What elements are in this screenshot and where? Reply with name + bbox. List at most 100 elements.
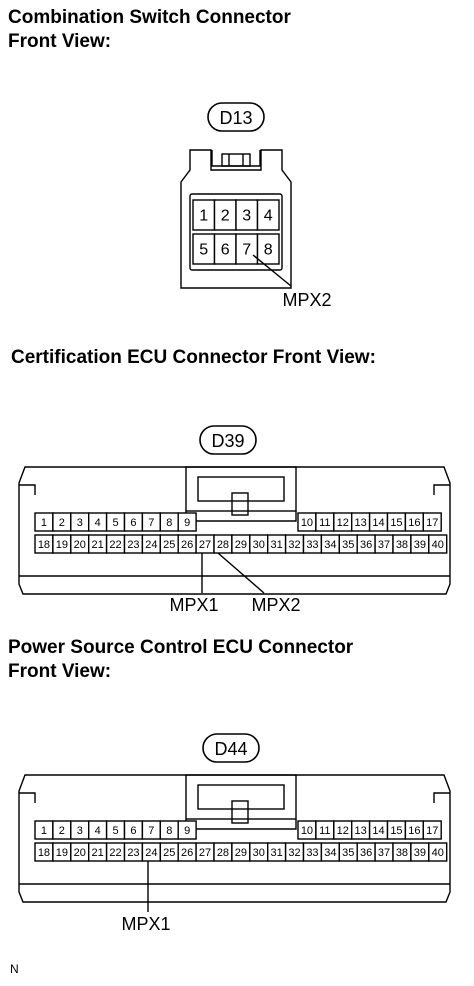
d39-pin-17 [422, 512, 442, 532]
d39-pin-label: 25 [163, 539, 175, 551]
d39-pin-40 [428, 534, 448, 554]
d39-pin-label: 31 [271, 539, 283, 551]
d39-pin-9 [177, 512, 197, 532]
d39-pin-label: 11 [319, 517, 330, 529]
d13-latch [221, 153, 251, 167]
section-title-certification-ecu: Certification ECU Connector Front View: [11, 346, 376, 370]
d39-latch-frame [185, 466, 297, 512]
d44-left-key [19, 792, 36, 803]
d44-pin-label: 35 [342, 847, 354, 859]
d44-pin-label: 31 [271, 847, 283, 859]
d44-pin-label: 21 [92, 847, 104, 859]
d13-pin-label: 2 [221, 208, 230, 225]
d13-pin-label: 8 [264, 242, 273, 259]
d39-pin-label: 4 [95, 517, 101, 529]
d39-pin-label: 3 [77, 517, 83, 529]
d44-pin-label: 1 [41, 825, 47, 837]
d39-mpx2-leader [217, 552, 265, 594]
d39-pin-label: 29 [235, 539, 247, 551]
d39-pin-label: 22 [109, 539, 121, 551]
d44-pin-label: 16 [408, 825, 420, 837]
d13-pin-label: 1 [199, 208, 208, 225]
d39-pin-label: 40 [432, 539, 444, 551]
d39-pin-label: 12 [337, 517, 349, 529]
d39-pin-label: 35 [342, 539, 354, 551]
d39-pin-label: 16 [408, 517, 420, 529]
d44-pin-label: 33 [306, 847, 318, 859]
d44-pin-17 [422, 820, 442, 840]
d44-pin-label: 12 [337, 825, 349, 837]
d44-pin-label: 36 [360, 847, 372, 859]
d13-pin-8 [256, 233, 280, 265]
d39-latch-inner [197, 476, 285, 502]
d13-pin-label: 5 [199, 242, 208, 259]
d39-mpx1-label: MPX1 [169, 595, 218, 615]
d13-latch-recess [211, 150, 261, 167]
d44-pin-label: 28 [217, 847, 229, 859]
d44-pin-label: 5 [112, 825, 118, 837]
d44-pin-label: 25 [163, 847, 175, 859]
d44-latch-base [185, 819, 297, 830]
section-title-power-source-ecu: Power Source Control ECU Connector Front… [8, 636, 353, 684]
d44-pin-label: 11 [319, 825, 330, 837]
d44-pin-label: 26 [181, 847, 193, 859]
d44-code-label: D44 [214, 739, 247, 759]
d44-pin-label: 38 [396, 847, 408, 859]
d13-code-badge: D13 [207, 102, 265, 132]
power-source-ecu-subtitle: Front View: [8, 661, 112, 682]
d39-housing [18, 466, 451, 595]
d44-pin-label: 22 [109, 847, 121, 859]
d13-pin-label: 7 [242, 242, 251, 259]
d39-pin-label: 32 [288, 539, 300, 551]
d44-pin-label: 13 [355, 825, 367, 837]
d39-pin-label: 13 [355, 517, 367, 529]
d39-pin-label: 20 [74, 539, 86, 551]
d39-pin-label: 34 [324, 539, 336, 551]
d39-pin-label: 10 [301, 517, 313, 529]
d13-pin-4 [256, 199, 280, 231]
d39-latch-base [185, 511, 297, 522]
d39-pin-label: 15 [390, 517, 402, 529]
d44-latch-frame [185, 774, 297, 820]
d13-pin-label: 4 [264, 208, 273, 225]
d39-code-outline [199, 425, 257, 455]
d13-pin-label: 6 [221, 242, 230, 259]
d39-pin-label: 21 [92, 539, 104, 551]
d44-pin-label: 9 [184, 825, 190, 837]
d39-pin-label: 26 [181, 539, 193, 551]
d39-pin-label: 28 [217, 539, 229, 551]
d44-pin-label: 40 [432, 847, 444, 859]
d39-pin-label: 14 [372, 517, 384, 529]
d44-pin-label: 18 [38, 847, 50, 859]
d39-code-label: D39 [211, 431, 244, 451]
d39-mpx2-label: MPX2 [251, 595, 300, 615]
d44-pin-label: 29 [235, 847, 247, 859]
d44-pin-label: 4 [95, 825, 101, 837]
d44-pin-label: 19 [56, 847, 68, 859]
d13-pin-label: 3 [242, 208, 251, 225]
d39-pin-label: 30 [253, 539, 265, 551]
combination-switch-title: Combination Switch Connector [8, 7, 291, 28]
d44-latch-inner [197, 784, 285, 810]
certification-ecu-title: Certification ECU Connector Front View: [11, 347, 376, 368]
d44-pin-label: 2 [59, 825, 65, 837]
d39-pin-label: 9 [184, 517, 190, 529]
d44-pin-label: 34 [324, 847, 336, 859]
power-source-ecu-title: Power Source Control ECU Connector [8, 637, 354, 658]
d39-pin-label: 36 [360, 539, 372, 551]
d13-cavity [189, 193, 283, 271]
d39-pin-label: 37 [378, 539, 390, 551]
section-title-combination-switch: Combination Switch Connector Front View: [8, 6, 291, 54]
d44-pin-label: 24 [145, 847, 157, 859]
d44-pin-label: 15 [390, 825, 402, 837]
d44-pin-label: 17 [426, 825, 438, 837]
d39-pin-label: 1 [41, 517, 47, 529]
d44-pin-40 [428, 842, 448, 862]
d39-latch-tab [231, 492, 249, 516]
d13-housing [180, 149, 292, 289]
d44-pin-label: 30 [253, 847, 265, 859]
d39-pin-label: 18 [38, 539, 50, 551]
